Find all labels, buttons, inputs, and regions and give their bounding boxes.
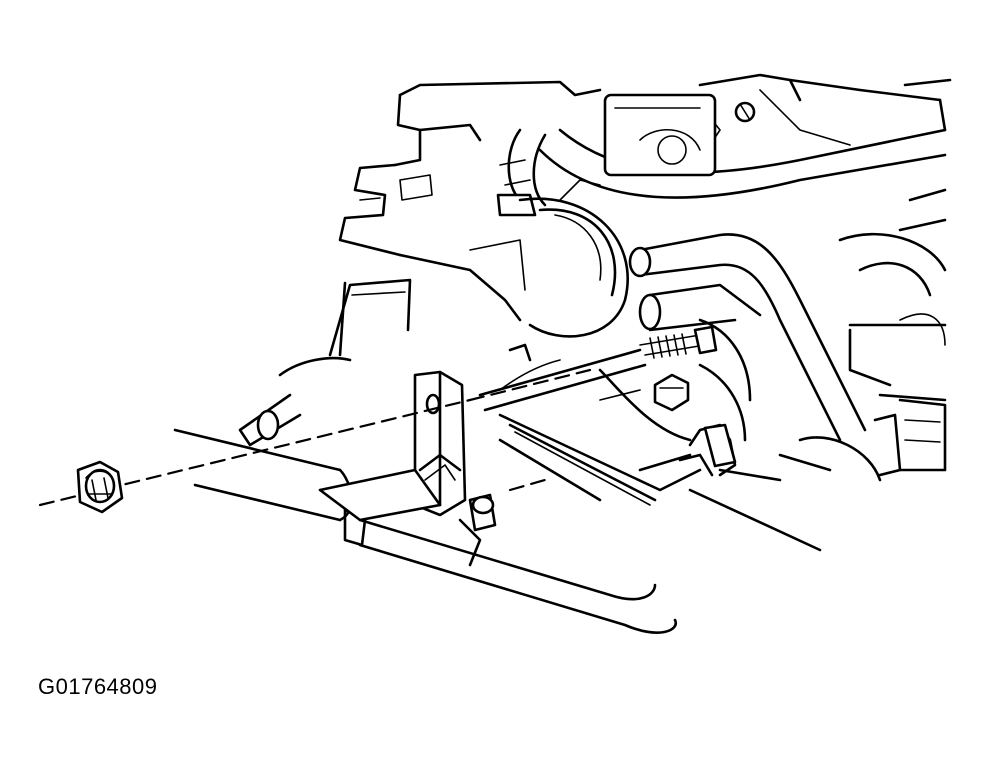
side-hose [628,233,867,442]
figure-id-label: G01764809 [38,674,158,699]
base-plate [498,413,832,552]
mounting-bracket[interactable] [318,370,497,567]
threaded-fitting [639,325,718,359]
assembly-centerline [38,368,592,507]
bolt [653,373,690,412]
upper-hose [496,128,947,217]
intake-manifold [798,188,947,482]
coolant-pipes [173,278,678,634]
accelerator-cable [478,343,647,412]
throttle-body [469,93,717,338]
retaining-nut[interactable] [76,460,124,514]
